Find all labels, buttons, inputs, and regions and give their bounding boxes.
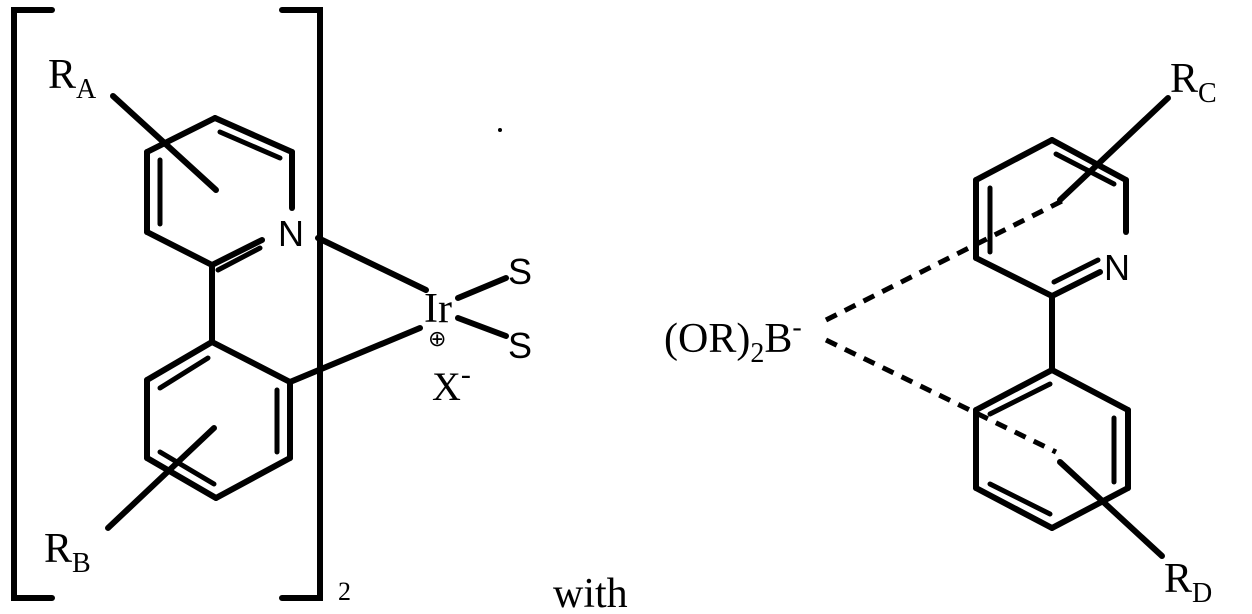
nitrogen-label-left: N: [278, 213, 304, 254]
rd-bond: [1060, 462, 1162, 556]
rb-bond: [108, 428, 214, 528]
solvent-label-1: S: [508, 251, 532, 292]
rb-label: RB: [44, 526, 91, 579]
solvent-label-2: S: [508, 325, 532, 366]
boron-group-label: (OR)2B-: [664, 312, 802, 369]
rd-label: RD: [1164, 556, 1212, 609]
right-bracket: [282, 10, 320, 598]
stray-dot: [498, 128, 502, 132]
ir-s2-bond: [458, 318, 506, 336]
connector-word: with: [553, 571, 628, 614]
dashed-interaction-upper: [826, 200, 1064, 320]
counterion-label: X-: [432, 358, 471, 409]
left-bracket: [14, 10, 52, 598]
rc-label: RC: [1170, 56, 1217, 109]
n-ir-bond: [318, 238, 426, 290]
ir-s1-bond: [458, 278, 506, 298]
nitrogen-label-right: N: [1104, 247, 1130, 288]
ra-bond: [113, 96, 216, 190]
bracket-subscript: 2: [338, 577, 351, 606]
positive-charge-symbol: ⊕: [428, 326, 446, 351]
ra-label: RA: [48, 52, 97, 105]
pyridine-ring-left: [147, 118, 292, 270]
c-ir-bond: [290, 328, 420, 382]
